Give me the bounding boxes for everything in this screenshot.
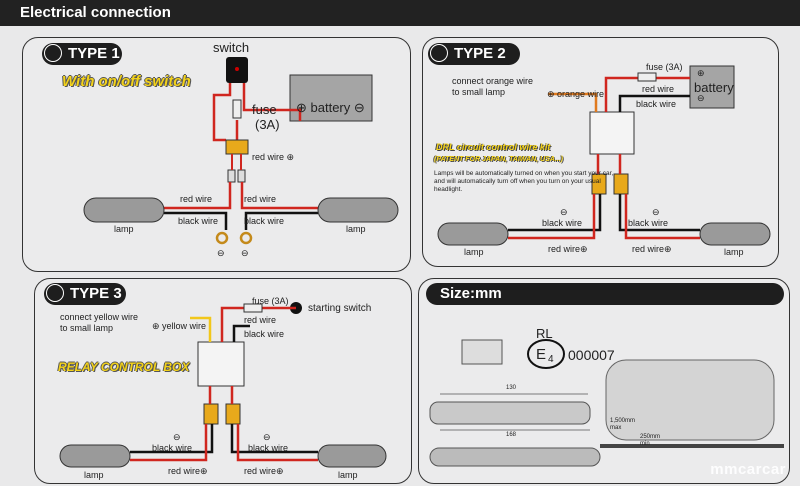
type1-black-wire-right: black wire	[244, 216, 285, 226]
type3-fuse-icon	[243, 303, 263, 313]
type2-lamp-left-label: lamp	[464, 247, 484, 257]
type3-connect-yellow: connect yellow wire to small lamp	[60, 312, 139, 333]
type1-lamp-left-label: lamp	[114, 224, 134, 234]
type2-drl-title: DRL circuit control wire kit	[436, 142, 551, 152]
header-title: Electrical connection	[20, 4, 171, 21]
type1-minus-left: ⊖	[217, 248, 225, 258]
type1-switch-label: switch	[213, 40, 250, 55]
type3-red-wire-top: red wire	[244, 315, 277, 325]
type3-connector-left	[203, 403, 219, 425]
type1-fuse-label: fuse	[252, 102, 277, 117]
type2-battery-label: battery	[694, 80, 734, 95]
type2-tab-check-icon	[430, 44, 448, 62]
type3-black-wire-left: black wire	[152, 443, 193, 453]
type1-tab: TYPE 1	[42, 43, 122, 65]
type3-black-wire-right: black wire	[248, 443, 289, 453]
type2-connect-orange: connect orange wire to small lamp	[452, 76, 534, 97]
type2-tab: TYPE 2	[428, 43, 520, 65]
type2-fuse: fuse (3A)	[646, 62, 683, 72]
type3-lamp-left-label: lamp	[84, 470, 104, 480]
watermark: mmcarcar	[710, 461, 786, 478]
header-bar: Electrical connection	[0, 0, 800, 26]
type3-minus-right: ⊖	[263, 432, 271, 442]
type3-yellow-wire: ⊕ yellow wire	[152, 321, 207, 331]
type2-battery-minus: ⊖	[697, 93, 705, 103]
type1-fuse-icon	[232, 99, 242, 119]
type3-fuse: fuse (3A)	[252, 296, 289, 306]
size-dim-ground: 250mm min	[640, 434, 661, 447]
type3-relay-box	[197, 341, 245, 387]
size-lamp-side-view	[429, 401, 591, 425]
type2-fuse-icon	[637, 72, 657, 82]
type1-subtitle: With on/off switch	[62, 73, 191, 90]
type2-lamp-left	[437, 222, 509, 246]
type3-lamp-right-label: lamp	[338, 470, 358, 480]
type2-minus-left: ⊖	[560, 207, 568, 217]
type1-lamp-right-label: lamp	[346, 224, 366, 234]
type2-black-wire-right: black wire	[628, 218, 669, 228]
size-connector-detail	[461, 339, 503, 365]
type1-fuse-rating: (3A)	[255, 117, 280, 132]
size-dim-length: 130	[506, 385, 517, 391]
type2-patent: (PATENT FOR JAPAN, TAIWAN, USA...)	[434, 156, 563, 163]
type3-tab: TYPE 3	[44, 283, 126, 305]
type2-lamp-right	[699, 222, 771, 246]
size-dim-width: 168	[506, 432, 517, 438]
size-rl-label: RL	[536, 326, 553, 341]
type2-note: Lamps will be automatically turned on wh…	[434, 170, 614, 193]
size-lamp-front-view	[429, 447, 601, 467]
type1-tab-circle	[44, 44, 62, 62]
type3-relay-title: RELAY CONTROL BOX	[58, 360, 190, 374]
type1-ground-terminal-right	[239, 231, 253, 245]
type2-battery-box	[689, 65, 735, 109]
type2-control-box	[589, 111, 635, 155]
size-tab-label: Size:mm	[440, 285, 502, 302]
type2-lamp-right-label: lamp	[724, 247, 744, 257]
type2-battery-plus: ⊕	[697, 68, 705, 78]
type1-lamp-right	[317, 197, 399, 223]
type2-red-wire-top: red wire	[642, 84, 675, 94]
size-approval-number: 000007	[568, 347, 615, 363]
size-e-mark-letter: E	[536, 346, 547, 363]
type3-black-wire-top: black wire	[244, 329, 285, 339]
type3-red-wire-right: red wire⊕	[244, 466, 284, 476]
size-car-silhouette	[605, 359, 775, 441]
type2-tab-label: TYPE 2	[454, 45, 506, 62]
type1-black-wire-left: black wire	[178, 216, 219, 226]
type3-lamp-left	[59, 444, 131, 468]
type1-connector	[225, 139, 249, 155]
size-e-mark-number: 4	[548, 354, 554, 365]
type1-ground-terminal-left	[215, 231, 229, 245]
type3-tab-circle	[46, 284, 64, 302]
type3-lamp-right	[317, 444, 387, 468]
type1-battery-box	[289, 74, 373, 122]
type3-tab-label: TYPE 3	[70, 285, 122, 302]
type2-black-wire-top: black wire	[636, 99, 677, 109]
type1-tab-label: TYPE 1	[68, 45, 120, 62]
type3-starting-switch: starting switch	[308, 303, 372, 314]
size-dim-height: 1,500mm max	[610, 418, 636, 431]
type1-red-wire-left: red wire	[180, 194, 213, 204]
type1-minus-right: ⊖	[241, 248, 249, 258]
type1-red-wire-plus: red wire ⊕	[252, 152, 295, 162]
type2-black-wire-left: black wire	[542, 218, 583, 228]
size-tab: Size:mm	[426, 283, 784, 305]
type3-connector-right	[225, 403, 241, 425]
type2-red-wire-right: red wire⊕	[632, 244, 672, 254]
type1-lamp-left	[83, 197, 165, 223]
type2-minus-right: ⊖	[652, 207, 660, 217]
type1-red-wire-right: red wire	[244, 194, 277, 204]
type3-minus-left: ⊖	[173, 432, 181, 442]
type2-red-wire-left: red wire⊕	[548, 244, 588, 254]
type3-red-wire-left: red wire⊕	[168, 466, 208, 476]
type1-battery-label: ⊕ battery ⊖	[296, 100, 365, 115]
type2-orange-wire: ⊕ orange wire	[547, 89, 605, 99]
size-e4-mark	[527, 339, 565, 369]
